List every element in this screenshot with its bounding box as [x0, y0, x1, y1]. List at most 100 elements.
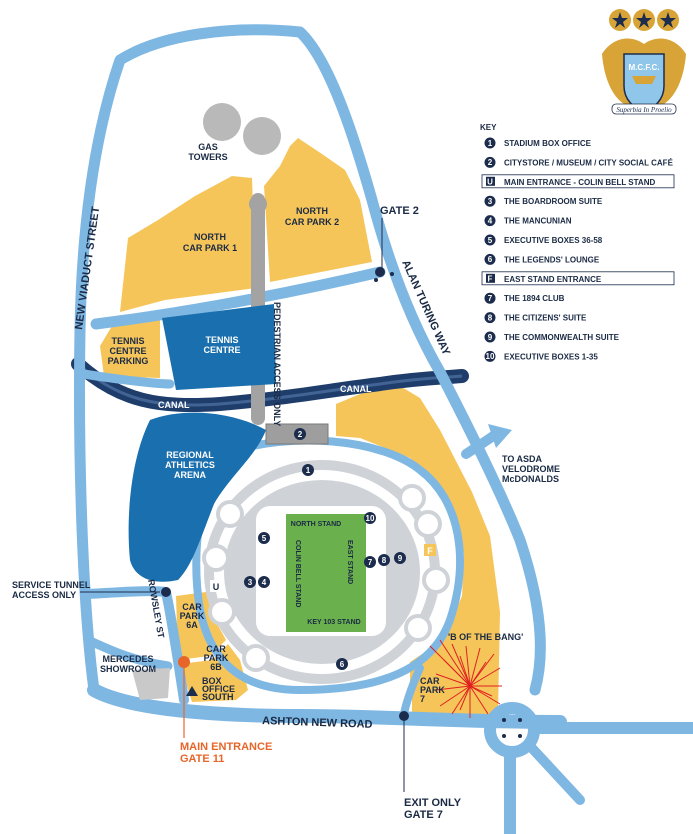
marker-10[interactable]: 10: [364, 512, 376, 524]
key-item: 6 THE LEGENDS' LOUNGE: [484, 253, 600, 265]
badge-ship-icon: [632, 76, 656, 84]
road-stadium-ring[interactable]: [192, 436, 464, 694]
gate7-point[interactable]: [399, 711, 409, 721]
key-marker-text: 6: [488, 255, 493, 264]
key-marker: [484, 253, 496, 265]
tennis-parking[interactable]: [100, 318, 160, 378]
marker-5[interactable]: 5: [258, 532, 270, 544]
key-label: THE 1894 CLUB: [504, 294, 565, 303]
gate2-bollard-2: [374, 278, 378, 282]
road-canal-north[interactable]: [79, 369, 175, 389]
marker-9[interactable]: 9: [394, 552, 406, 564]
svg-text:2: 2: [298, 430, 303, 439]
key-103-stand-label: KEY 103 STAND: [307, 619, 360, 626]
key-item: F EAST STAND ENTRANCE: [481, 271, 675, 286]
north-car-park-1[interactable]: [120, 176, 256, 312]
canal-label-1: CANAL: [158, 400, 190, 410]
pitch[interactable]: [286, 514, 366, 632]
roads: [74, 24, 693, 834]
athletics-arena[interactable]: [128, 412, 266, 582]
north-car-park-2[interactable]: [264, 138, 372, 282]
marker-6[interactable]: 6: [336, 658, 348, 670]
key-marker-text: 2: [488, 158, 493, 167]
key-item: 1 STADIUM BOX OFFICE: [484, 137, 592, 149]
key-marker: [484, 156, 496, 168]
gate2-label: GATE 2: [380, 205, 419, 217]
marker-4[interactable]: 4: [258, 576, 270, 588]
svg-text:10: 10: [366, 514, 375, 523]
asda-arrow[interactable]: [461, 424, 512, 459]
key-marker-text: 1: [488, 139, 493, 148]
key-marker: [486, 176, 495, 186]
key-marker-text: 10: [486, 352, 495, 361]
ashton-new-road-label: ASHTON NEW ROAD: [262, 715, 373, 731]
marker-1[interactable]: 1: [302, 464, 314, 476]
road-outer-loop[interactable]: [74, 24, 546, 696]
marker-7[interactable]: 7: [364, 556, 376, 568]
key-marker-text: 8: [488, 313, 493, 322]
key-marker-text: F: [488, 275, 493, 284]
key-label: THE LEGENDS' LOUNGE: [504, 255, 600, 264]
svg-text:8: 8: [382, 556, 387, 565]
road-north-cross[interactable]: [90, 266, 386, 330]
box-office-south-icon[interactable]: [186, 686, 198, 696]
car-park-7[interactable]: [412, 664, 498, 716]
tennis-centre[interactable]: [162, 304, 276, 390]
key-item: 5 EXECUTIVE BOXES 36-58: [484, 234, 603, 246]
key-label: EXECUTIVE BOXES 36-58: [504, 236, 603, 245]
key-items: 1 STADIUM BOX OFFICE 2 CITYSTORE / MUSEUM /…: [481, 137, 675, 362]
badge-motto: Superbia In Proelio: [616, 106, 672, 114]
key-item: 10 EXECUTIVE BOXES 1-35: [484, 350, 598, 362]
b-of-the-bang-sculpture[interactable]: [429, 639, 502, 718]
key-label: EXECUTIVE BOXES 1-35: [504, 352, 598, 361]
east-car-park[interactable]: [336, 386, 500, 714]
key-label: THE COMMONWEALTH SUITE: [504, 333, 620, 342]
svg-text:5: 5: [262, 534, 267, 543]
marker-8[interactable]: 8: [378, 554, 390, 566]
key-marker-text: 5: [488, 236, 493, 245]
roundabout-bollards: [502, 718, 522, 738]
north-stand-label: NORTH STAND: [291, 521, 341, 528]
car-park-6b[interactable]: [180, 644, 248, 702]
key-item: 2 CITYSTORE / MUSEUM / CITY SOCIAL CAFÉ: [484, 156, 674, 168]
svg-text:9: 9: [398, 554, 403, 563]
key-marker: [484, 331, 496, 343]
gate2-point[interactable]: [375, 267, 385, 277]
key-label: EAST STAND ENTRANCE: [504, 275, 602, 284]
key-label: STADIUM BOX OFFICE: [504, 139, 592, 148]
service-tunnel-point[interactable]: [161, 587, 171, 597]
key-marker: [484, 195, 496, 207]
key-marker: [484, 312, 496, 324]
road-ashton-new[interactable]: [87, 683, 567, 729]
pedestrian-label: PEDESTRIAN ACCESS ONLY: [272, 302, 282, 426]
road-mercedes[interactable]: [83, 635, 173, 671]
marker-3[interactable]: 3: [244, 576, 256, 588]
key-label: CITYSTORE / MUSEUM / CITY SOCIAL CAFÉ: [504, 158, 674, 167]
road-southeast[interactable]: [525, 741, 585, 805]
marker-f[interactable]: F: [424, 544, 436, 556]
key-marker: [484, 137, 496, 149]
svg-text:U: U: [213, 582, 220, 592]
gas-towers[interactable]: [203, 103, 281, 155]
marker-u[interactable]: U: [210, 580, 222, 592]
mercedes-showroom[interactable]: [132, 668, 170, 700]
main-entrance-point[interactable]: [178, 656, 190, 668]
marker-2[interactable]: 2: [294, 428, 306, 440]
key-marker-text: U: [487, 178, 493, 187]
key-marker: [484, 350, 496, 362]
